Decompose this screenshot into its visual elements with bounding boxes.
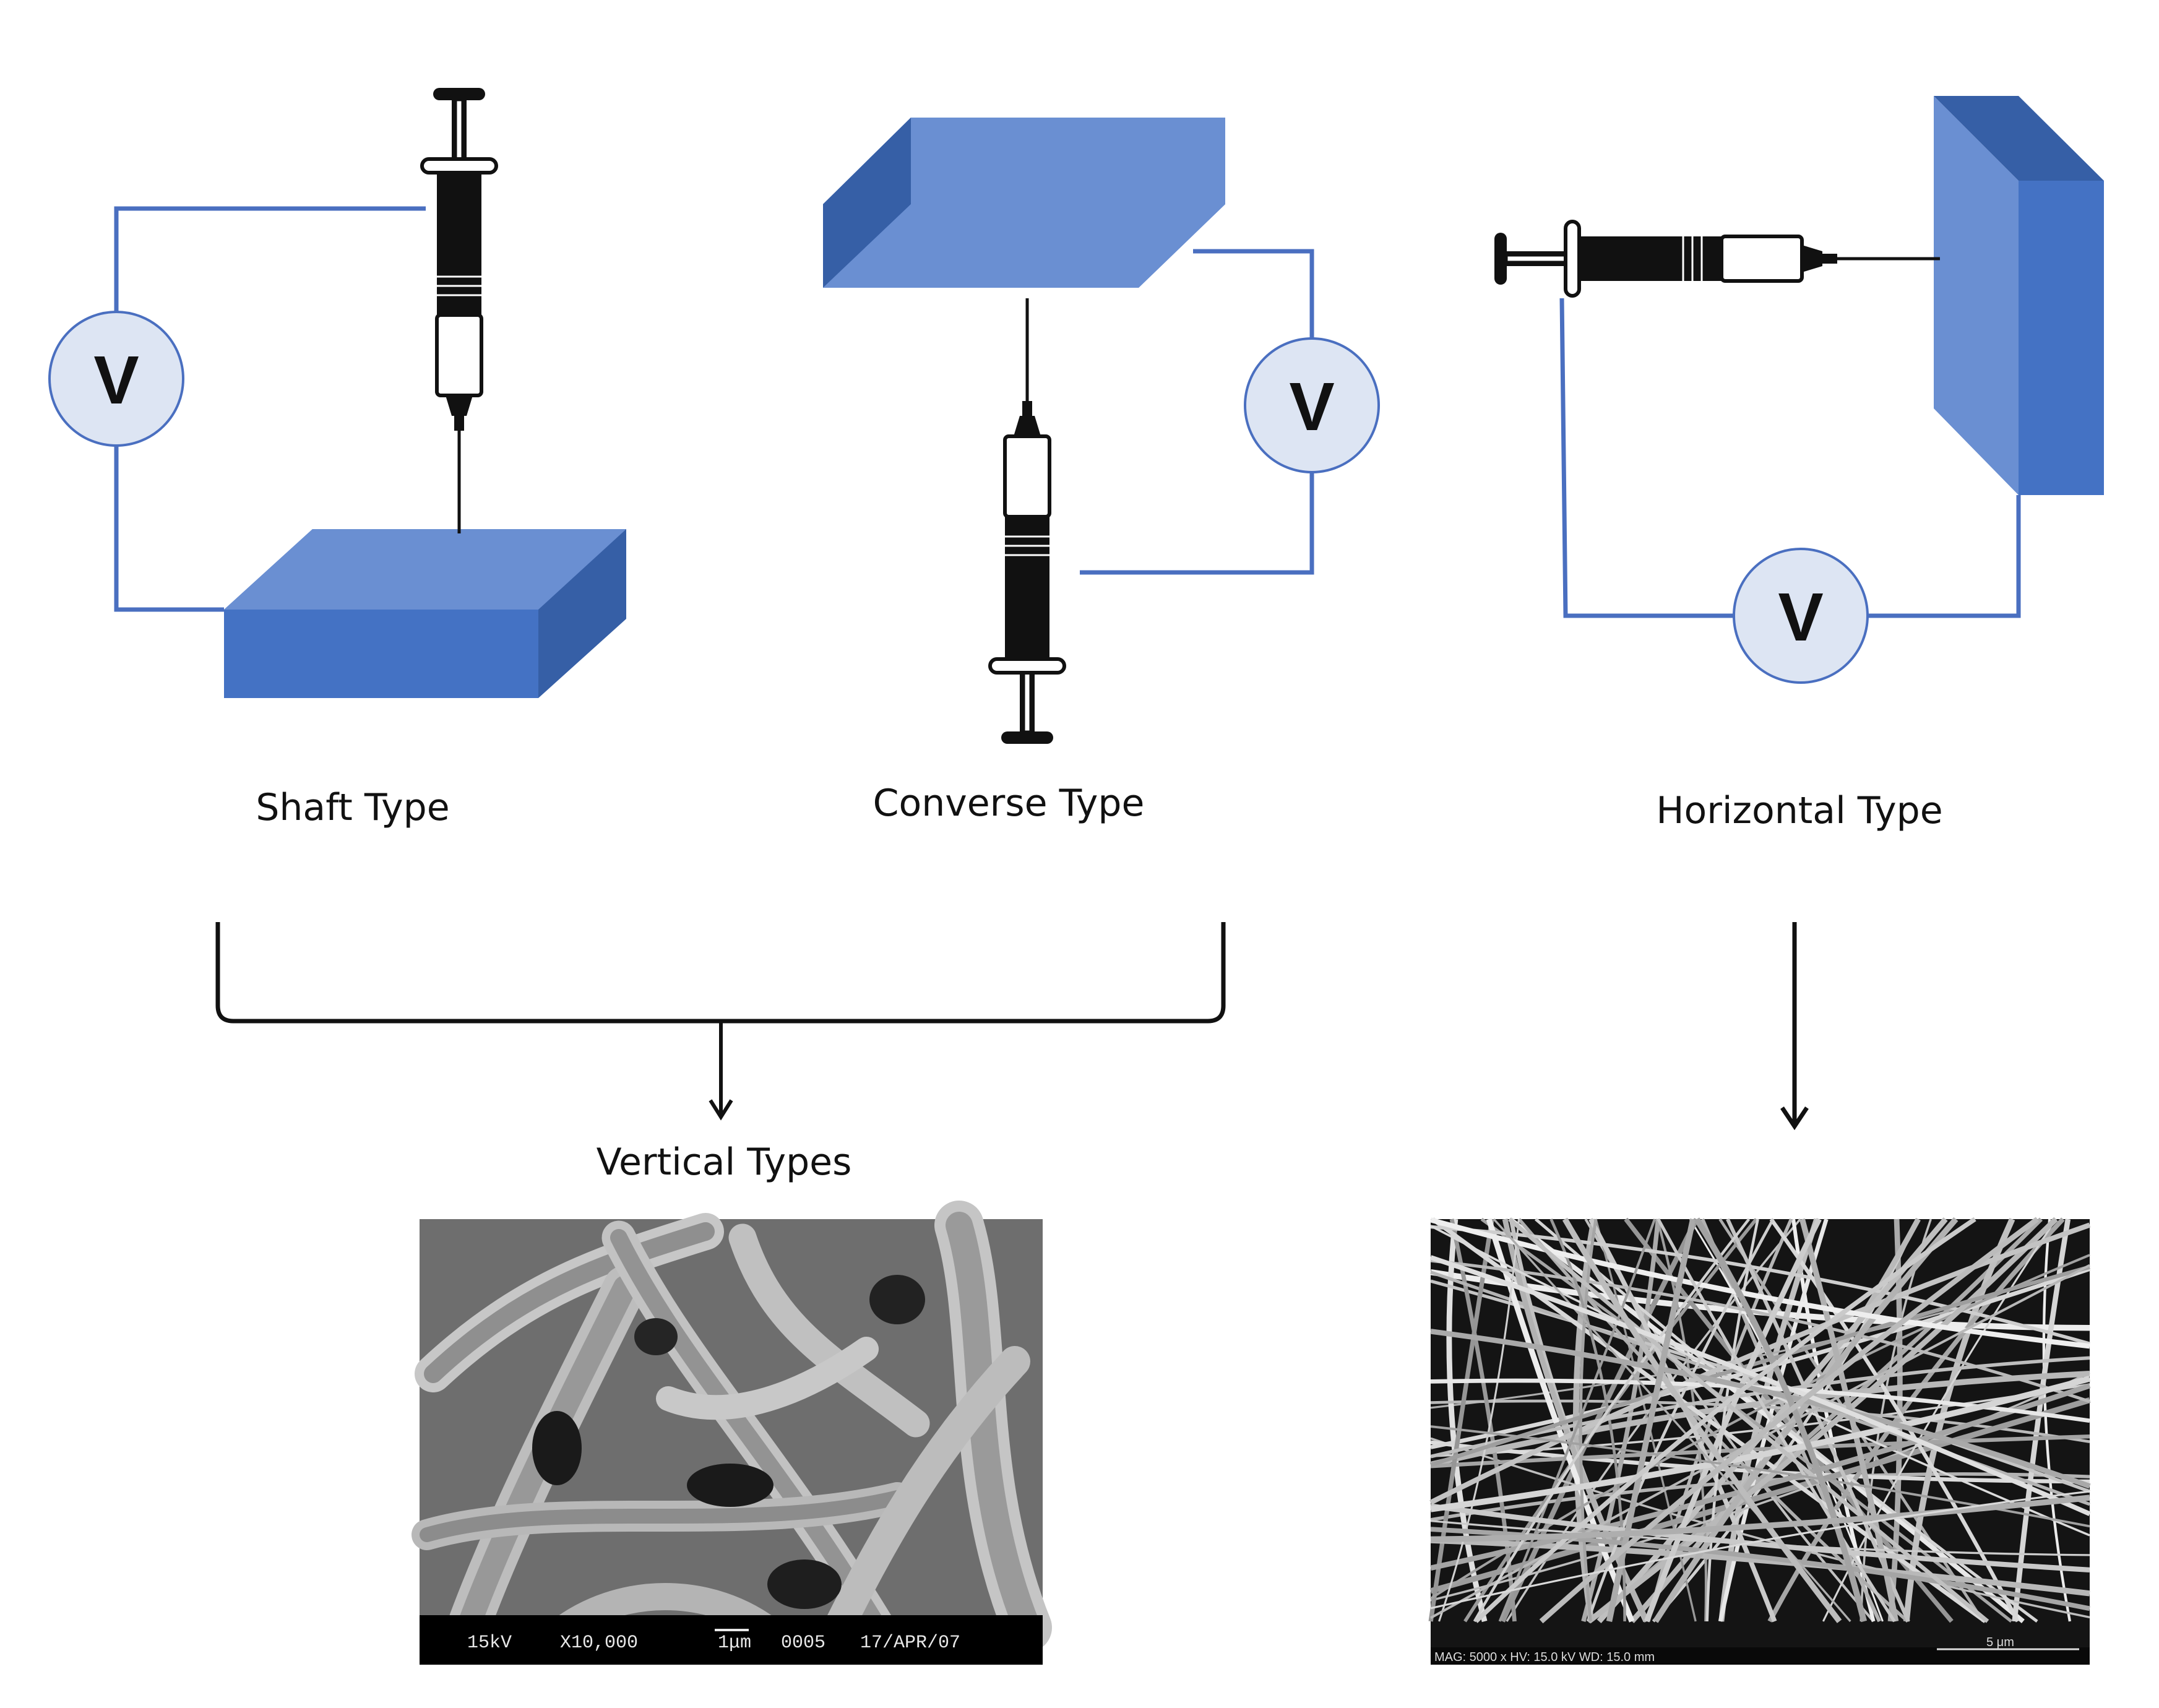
shaft-collector-plate-icon <box>224 529 626 698</box>
converse-voltmeter-label: V <box>1289 369 1334 445</box>
nanofiber <box>1507 1217 1989 1623</box>
nanofiber <box>1535 1218 2038 1623</box>
nanofiber <box>1429 1222 2091 1505</box>
nanofiber <box>1587 1217 2058 1624</box>
shaft-type-label: Shaft Type <box>256 786 449 829</box>
nanofiber <box>1486 1218 1635 1623</box>
shaft-syringe-icon <box>422 88 496 533</box>
nanofiber <box>1430 1376 2091 1512</box>
horizontal-type-setup: V Horizontal Type <box>1494 96 2104 832</box>
nanofiber <box>1430 1329 2091 1489</box>
nanofiber <box>1430 1494 2090 1543</box>
horizontal-voltmeter-icon: V <box>1733 548 1869 684</box>
nanofiber <box>1429 1371 2090 1468</box>
shaft-voltmeter-icon: V <box>48 311 184 447</box>
horizontal-collector-plate-icon <box>1934 96 2104 495</box>
nanofiber <box>1446 1218 1488 1623</box>
nanofiber <box>1572 1218 1597 1622</box>
sem-vertical-voltage: 15kV <box>467 1633 512 1654</box>
horizontal-syringe-icon <box>1494 222 1940 296</box>
shaft-type-setup: V Shaft Type <box>48 88 626 829</box>
nanofiber <box>1653 1217 1959 1623</box>
nanofiber <box>1430 1537 2090 1597</box>
nanofiber <box>1474 1217 1976 1623</box>
converse-syringe-icon <box>990 298 1064 744</box>
sem-vertical-code: 0005 <box>781 1633 825 1654</box>
nanofiber <box>1498 1218 1656 1622</box>
nanofiber <box>1595 1218 1697 1622</box>
sem-image-vertical: 15kV X10,000 1μm 0005 17/APR/07 <box>412 1201 1052 1665</box>
nanofiber <box>1430 1264 2090 1620</box>
nanofiber <box>1430 1503 2090 1572</box>
converse-collector-plate-icon <box>823 118 1225 288</box>
nanofiber <box>1429 1255 2091 1516</box>
nanofiber <box>1493 1218 1851 1623</box>
nanofiber <box>1429 1217 2090 1349</box>
nanofiber <box>1430 1267 2091 1449</box>
sem-horizontal-info: MAG: 5000 x HV: 15.0 kV WD: 15.0 mm <box>1434 1650 1655 1664</box>
nanofiber <box>1579 1218 1598 1622</box>
sem-vertical-magnification: X10,000 <box>560 1633 638 1654</box>
nanofiber <box>1606 1218 1696 1622</box>
sem-vertical-date: 17/APR/07 <box>860 1633 960 1654</box>
converse-type-label: Converse Type <box>873 782 1145 825</box>
nanofiber <box>1430 1378 2090 1423</box>
nanofiber <box>1562 1217 1842 1623</box>
nanofiber <box>1539 1217 2040 1624</box>
nanofiber <box>1647 1218 1793 1622</box>
nanofiber <box>1657 1218 1896 1623</box>
converse-type-setup: V Converse Type <box>823 118 1380 825</box>
horizontal-arrow <box>1780 922 1809 1131</box>
vertical-types-bracket <box>215 922 1226 1121</box>
nanofiber <box>1473 1218 1751 1623</box>
vertical-types-label: Vertical Types <box>597 1141 852 1184</box>
sem-vertical-scale: 1μm <box>718 1633 751 1654</box>
nanofiber <box>1430 1490 2090 1610</box>
sem-horizontal-scale: 5 μm <box>1986 1636 2014 1649</box>
shaft-voltmeter-label: V <box>93 342 139 418</box>
horizontal-voltmeter-label: V <box>1778 579 1823 655</box>
converse-voltmeter-icon: V <box>1244 337 1380 473</box>
sem-image-horizontal: MAG: 5000 x HV: 15.0 kV WD: 15.0 mm 5 μm <box>1428 1217 2091 1665</box>
horizontal-type-label: Horizontal Type <box>1656 789 1942 832</box>
